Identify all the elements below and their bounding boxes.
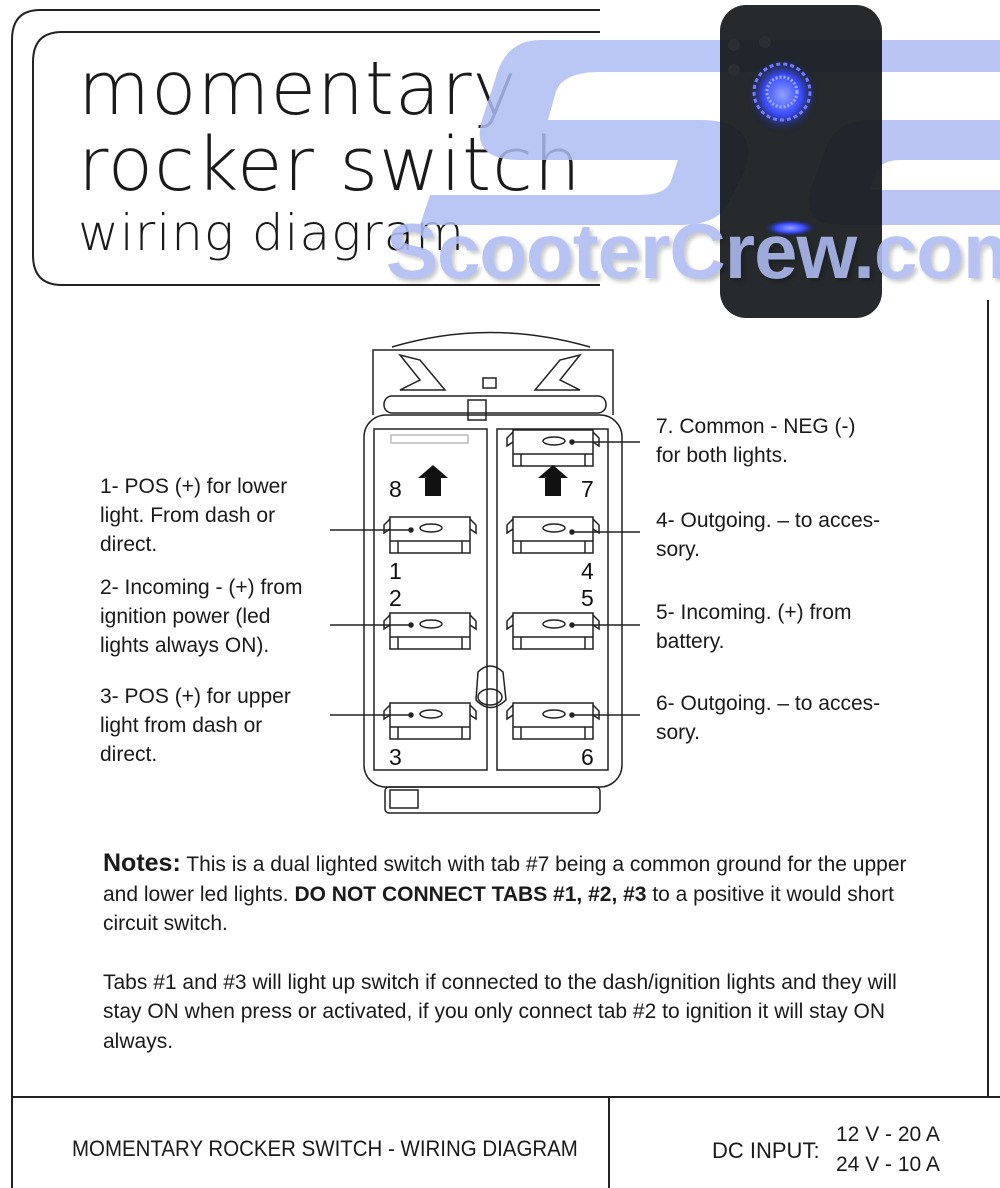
label-line: battery. [656,630,725,653]
label-line: 7. Common - NEG (-) [656,415,856,438]
pin-2: 2 [389,585,402,611]
pin-7: 7 [581,476,594,502]
notes-warning: DO NOT CONNECT TABS #1, #2, #3 [294,882,647,906]
right-pin-label: 6- Outgoing. – to acces-sory. [656,689,880,747]
label-line: sory. [656,538,700,561]
title-line-1: momentary [78,46,518,132]
dc-spec-12v: 12 V - 20 A [836,1123,940,1146]
label-line: 2- Incoming - (+) from [100,576,303,599]
switch-pinout-diagram [330,331,640,814]
rocker-switch-photo [720,5,882,318]
terminal-tab [506,702,600,740]
terminal-tab [383,702,477,740]
terminal-tab [383,612,477,650]
pin-5: 5 [581,585,594,611]
terminal-tab [506,429,600,467]
label-line: direct. [100,743,158,766]
label-line: 4- Outgoing. – to acces- [656,509,881,532]
dc-spec-24v: 24 V - 10 A [836,1153,940,1176]
dc-input-label: DC INPUT: [712,1138,820,1163]
right-pin-label: 7. Common - NEG (-) for both lights. [656,412,856,470]
label-line: sory. [656,721,700,744]
label-line: ignition power (led [100,605,271,628]
pin-6: 6 [581,744,594,770]
label-line: light from dash or [100,714,263,737]
pin-8: 8 [389,476,402,502]
pin-1: 1 [389,558,402,584]
label-line: lights always ON). [100,634,270,657]
pin-4: 4 [581,558,594,584]
terminal-tab [506,612,600,650]
label-line: light. From dash or [100,504,276,527]
title-line-3: wiring diagram [78,204,465,262]
notes-section: Notes: This is a dual lighted switch wit… [103,849,933,1085]
logo-text: ScooterCrew.com [386,207,1000,295]
terminal-tab [383,516,477,554]
left-pin-label: 3- POS (+) for upper light from dash or di… [100,682,291,769]
right-pin-label: 4- Outgoing. – to acces-sory. [656,506,880,564]
label-line: 1- POS (+) for lower [100,475,288,498]
terminal-tab [506,516,600,554]
right-pin-label: 5- Incoming. (+) from battery. [656,598,851,656]
pin-3: 3 [389,744,402,770]
notes-paragraph-2: Tabs #1 and #3 will light up switch if c… [103,970,897,1053]
label-line: 6- Outgoing. – to acces- [656,692,881,715]
label-line: 5- Incoming. (+) from [656,601,852,624]
label-line: direct. [100,533,158,556]
notes-heading: Notes: [103,849,181,877]
notes-text: This is a dual lighted switch with tab #… [103,853,907,906]
label-line: 3- POS (+) for upper [100,685,291,708]
label-line: for both lights. [656,444,788,467]
footer-title: MOMENTARY ROCKER SWITCH - WIRING DIAGRAM [72,1136,578,1161]
arrow-up-icon [538,465,568,496]
left-pin-label: 2- Incoming - (+) from ignition power (le… [100,573,302,660]
left-pin-label: 1- POS (+) for lower light. From dash or d… [100,472,287,559]
notes-text: to a positive it would short circuit swi… [103,882,894,936]
arrow-up-icon [418,465,448,496]
